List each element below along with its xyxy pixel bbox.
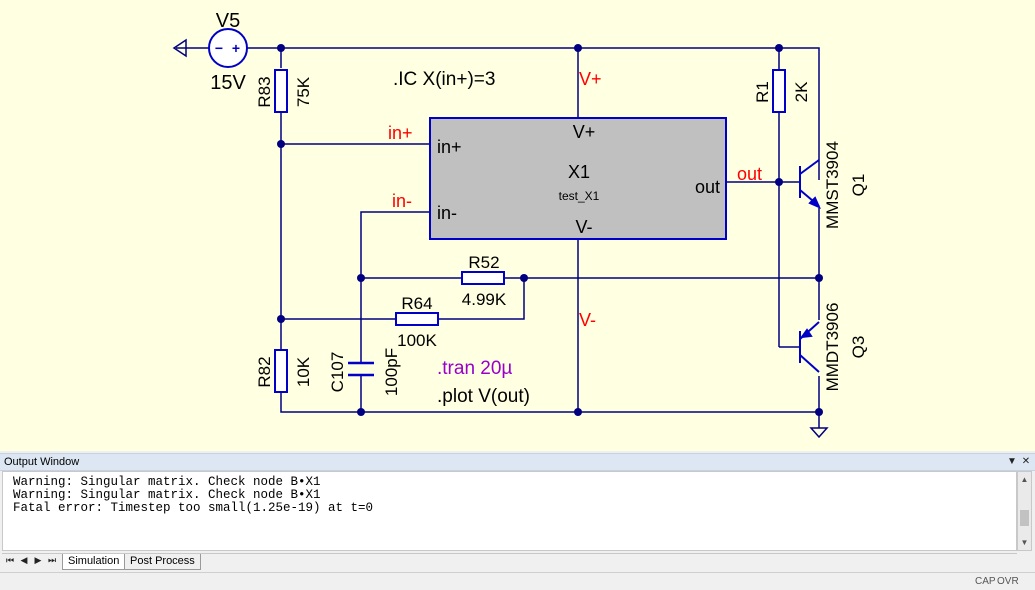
scroll-thumb[interactable] (1020, 510, 1029, 526)
x1-pin-inplus: in+ (437, 137, 462, 157)
x1-pin-vplus: V+ (573, 122, 596, 142)
output-log[interactable]: Warning: Singular matrix. Check node B•X… (2, 471, 1017, 551)
close-icon[interactable]: ✕ (1021, 456, 1031, 467)
r1-body[interactable] (772, 69, 786, 113)
junction-dots (277, 44, 823, 416)
wires (247, 47, 820, 428)
c107-body[interactable] (348, 361, 374, 377)
x1-opamp-body[interactable] (429, 117, 727, 240)
log-line: Warning: Singular matrix. Check node B•X… (13, 475, 321, 489)
directive-ic[interactable]: .IC X(in+)=3 (393, 69, 495, 90)
r82-name: R82 (255, 356, 274, 387)
r82-body[interactable] (274, 349, 288, 393)
netlabel-inminus: in- (392, 191, 412, 211)
directive-tran[interactable]: .tran 20µ (437, 358, 512, 379)
x1-pin-out: out (695, 177, 720, 197)
x1-pin-inminus: in- (437, 203, 457, 223)
output-tabbar: ⏮ ◀ ▶ ⏭ Simulation Post Process (2, 553, 1017, 571)
statusbar: CAP OVR (0, 572, 1035, 590)
v5-value: 15V (210, 72, 246, 94)
status-ovr: OVR (997, 576, 1019, 587)
schematic-canvas[interactable]: + − V5 15V R83 75K R1 2K R52 4.99K R64 1… (0, 0, 1035, 451)
x1-model: test_X1 (559, 189, 600, 203)
prev-tab-icon[interactable]: ◀ (20, 555, 28, 565)
ground-icon (809, 427, 829, 439)
r52-name: R52 (468, 253, 499, 272)
q3-model: MMDT3906 (823, 303, 842, 392)
r1-value: 2K (792, 81, 811, 102)
v5-minus-sign: − (215, 40, 223, 56)
output-window-titlebar: Output Window ▼ ✕ (0, 453, 1035, 471)
r64-name: R64 (401, 294, 432, 313)
first-tab-icon[interactable]: ⏮ (5, 555, 15, 565)
v5-name: V5 (216, 10, 240, 32)
r82-value: 10K (294, 356, 313, 387)
q1-name: Q1 (849, 174, 868, 197)
q3-name: Q3 (849, 336, 868, 359)
log-line: Warning: Singular matrix. Check node B•X… (13, 488, 321, 502)
q3-transistor[interactable] (799, 321, 820, 373)
scroll-up-icon[interactable]: ▲ (1020, 475, 1029, 484)
r52-body[interactable] (461, 271, 505, 285)
directive-plot[interactable]: .plot V(out) (437, 386, 530, 407)
r83-name: R83 (255, 76, 274, 107)
last-tab-icon[interactable]: ⏭ (47, 555, 57, 565)
r64-body[interactable] (395, 312, 439, 326)
x1-name: X1 (568, 162, 590, 182)
netlabel-vminus: V- (579, 310, 596, 330)
r1-name: R1 (753, 81, 772, 103)
ground-icon (172, 38, 187, 58)
v5-plus-sign: + (232, 40, 240, 56)
v5-source[interactable]: + − (176, 28, 248, 68)
q1-model: MMST3904 (823, 141, 842, 229)
netlabel-vplus: V+ (579, 69, 602, 89)
scroll-down-icon[interactable]: ▼ (1020, 538, 1029, 547)
next-tab-icon[interactable]: ▶ (34, 555, 42, 565)
x1-pin-vminus: V- (575, 217, 592, 237)
window-menu-icon[interactable]: ▼ (1007, 456, 1017, 467)
tab-post-process[interactable]: Post Process (124, 554, 201, 570)
output-window-title: Output Window (4, 456, 80, 468)
netlabel-out: out (737, 164, 762, 184)
r83-value: 75K (294, 76, 313, 107)
r83-body[interactable] (274, 69, 288, 113)
c107-value: 100pF (382, 348, 401, 396)
output-window: Output Window ▼ ✕ Warning: Singular matr… (0, 451, 1035, 589)
q1-transistor[interactable] (799, 159, 821, 209)
status-cap: CAP (975, 576, 996, 587)
netlabel-inplus: in+ (388, 123, 413, 143)
vertical-scrollbar[interactable]: ▲ ▼ (1017, 471, 1032, 551)
c107-name: C107 (328, 352, 347, 393)
tab-simulation[interactable]: Simulation (62, 554, 126, 570)
r64-value: 100K (397, 331, 437, 350)
log-line: Fatal error: Timestep too small(1.25e-19… (13, 501, 374, 515)
r52-value: 4.99K (462, 290, 507, 309)
